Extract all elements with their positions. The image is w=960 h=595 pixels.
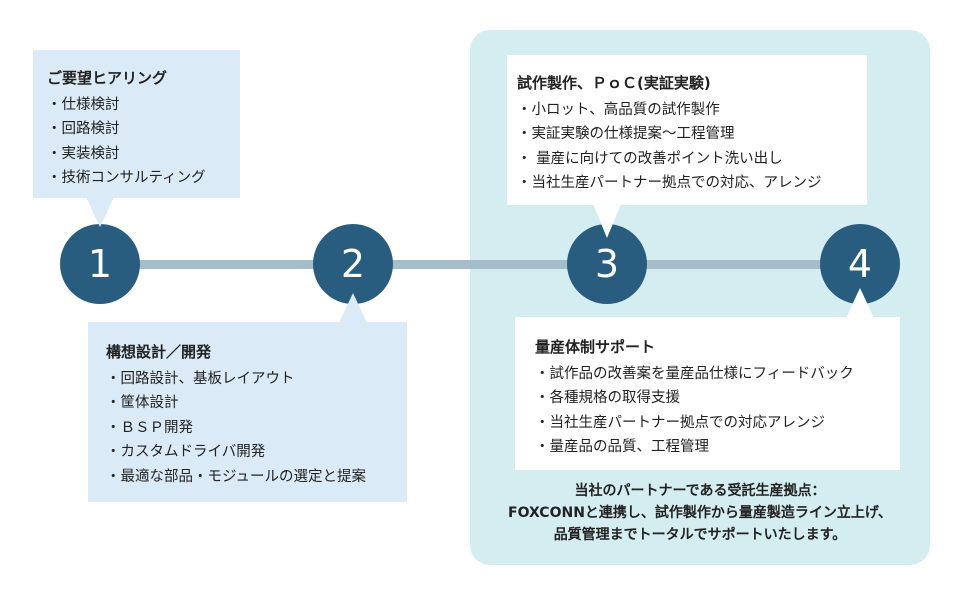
step-2-card: 構想設計／開発 回路設計、基板レイアウト 筐体設計 ＢＳＰ開発 カスタムドライバ…	[88, 322, 407, 502]
list-item: 小ロット、高品質の試作製作	[517, 98, 867, 123]
step-2-list: 回路設計、基板レイアウト 筐体設計 ＢＳＰ開発 カスタムドライバ開発 最適な部品…	[106, 367, 407, 490]
partner-note: 当社のパートナーである受託生産拠点： FOXCONNと連携し、試作製作から量産製…	[470, 480, 930, 546]
list-item: 最適な部品・モジュールの選定と提案	[106, 465, 407, 490]
timeline-connector	[100, 260, 860, 269]
list-item: 仕様検討	[47, 93, 240, 118]
list-item: 当社生産パートナー拠点での対応アレンジ	[535, 411, 900, 436]
list-item: 実証実験の仕様提案〜工程管理	[517, 122, 867, 147]
list-item: カスタムドライバ開発	[106, 440, 407, 465]
step-3-title: 試作製作、ＰｏＣ(実証実験)	[517, 74, 711, 92]
step-3-list: 小ロット、高品質の試作製作 実証実験の仕様提案〜工程管理 量産に向けての改善ポイ…	[517, 98, 867, 196]
list-item: 実装検討	[47, 142, 240, 167]
list-item: 筐体設計	[106, 391, 407, 416]
step-4-list: 試作品の改善案を量産品仕様にフィードバック 各種規格の取得支援 当社生産パートナ…	[535, 362, 900, 460]
step-2-circle: 2	[313, 224, 393, 304]
step-2-pointer	[339, 293, 367, 323]
partner-note-line-1: 当社のパートナーである受託生産拠点：	[574, 483, 826, 499]
partner-note-line-2: FOXCONNと連携し、試作製作から量産製造ライン立上げ、	[508, 505, 892, 521]
step-1-circle: 1	[60, 224, 140, 304]
list-item: ＢＳＰ開発	[106, 416, 407, 441]
step-2-title: 構想設計／開発	[106, 343, 212, 361]
step-1-pointer	[86, 197, 114, 227]
step-1-card: ご要望ヒアリング 仕様検討 回路検討 実装検討 技術コンサルティング	[33, 50, 240, 198]
list-item: 当社生産パートナー拠点での対応、アレンジ	[517, 171, 867, 196]
step-3-card: 試作製作、ＰｏＣ(実証実験) 小ロット、高品質の試作製作 実証実験の仕様提案〜工…	[507, 55, 867, 205]
list-item: 回路検討	[47, 117, 240, 142]
step-1-title: ご要望ヒアリング	[47, 69, 168, 87]
list-item: 量産に向けての改善ポイント洗い出し	[517, 147, 867, 172]
list-item: 試作品の改善案を量産品仕様にフィードバック	[535, 362, 900, 387]
step-4-pointer	[846, 288, 874, 318]
step-1-list: 仕様検討 回路検討 実装検討 技術コンサルティング	[47, 93, 240, 191]
step-3-pointer	[593, 204, 621, 238]
list-item: 回路設計、基板レイアウト	[106, 367, 407, 392]
step-4-card: 量産体制サポート 試作品の改善案を量産品仕様にフィードバック 各種規格の取得支援…	[515, 317, 900, 470]
step-4-title: 量産体制サポート	[535, 338, 656, 356]
step-4-circle: 4	[820, 224, 900, 304]
list-item: 技術コンサルティング	[47, 166, 240, 191]
list-item: 量産品の品質、工程管理	[535, 435, 900, 460]
partner-note-line-3: 品質管理までトータルでサポートいたします。	[553, 527, 847, 543]
list-item: 各種規格の取得支援	[535, 386, 900, 411]
